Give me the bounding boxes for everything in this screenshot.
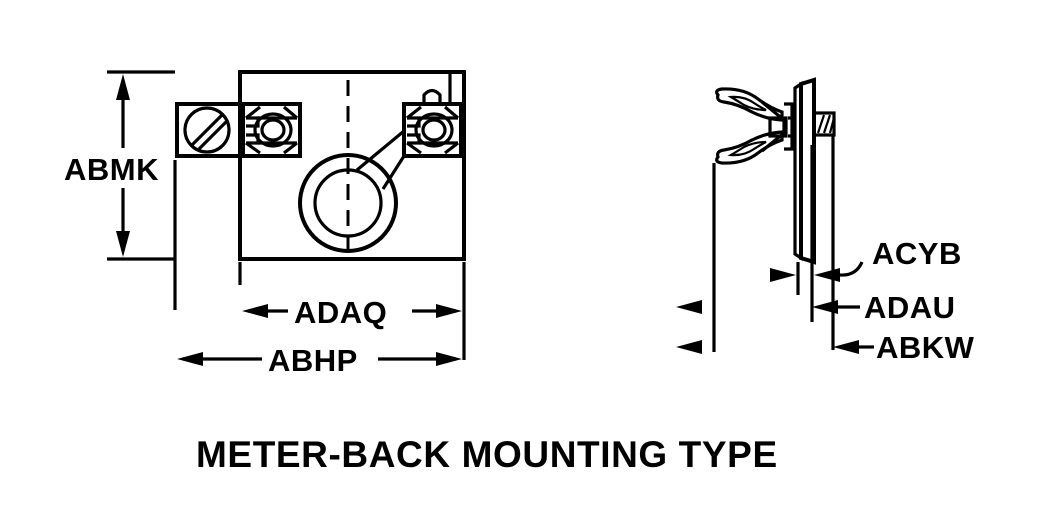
- terminal-left-ring-outer: [253, 112, 293, 148]
- body-outline: [238, 70, 466, 261]
- screw-slot-line-a: [190, 113, 224, 147]
- abmk-arrow-up: [116, 74, 130, 100]
- adau-arrow-far-left: [676, 300, 702, 314]
- screw-head-circle: [183, 106, 231, 154]
- terminal-right-chamfer-br: [444, 141, 459, 155]
- terminal-right-chamfer-tl: [406, 105, 422, 120]
- abhp-arrow-right: [436, 352, 462, 366]
- slotted-screw-head: [175, 102, 245, 158]
- dimension-abkw: ABKW: [676, 330, 975, 365]
- abmk-arrow-down: [116, 231, 130, 257]
- terminal-right-ring-inner: [421, 118, 447, 142]
- dimension-acyb: ACYB: [770, 236, 962, 282]
- adaq-arrow-right: [436, 304, 462, 318]
- terminal-left-ring-inner: [260, 118, 286, 142]
- mounting-plate: [793, 77, 816, 265]
- center-bore-inner: [313, 168, 383, 238]
- terminal-right-chamfer-bl: [406, 141, 422, 155]
- terminal-left-chamfer-br: [283, 141, 298, 155]
- abkw-arrow-right: [833, 340, 859, 354]
- abmk-label: ABMK: [64, 152, 159, 187]
- wing-clip-collar: [784, 102, 794, 151]
- adaq-label-mask: [288, 292, 412, 330]
- abhp-arrow-left: [177, 352, 203, 366]
- abhp-label-mask: [262, 340, 378, 378]
- abkw-arrow-far-left: [676, 340, 702, 354]
- terminal-right-loop: [422, 88, 442, 104]
- wing-clip-hub: [768, 116, 788, 138]
- dimension-adau: ADAU: [676, 290, 956, 325]
- terminal-left-chamfer-tl: [245, 105, 261, 120]
- front-view: ABMK ADAQ ABHP: [64, 70, 466, 378]
- adaq-arrow-left: [242, 304, 268, 318]
- wing-clip-lower-eye: [727, 140, 767, 157]
- acyb-arrow-right: [814, 268, 840, 282]
- terminal-left-chamfer-tr: [282, 105, 299, 120]
- acyb-label: ACYB: [872, 236, 962, 271]
- terminal-clamp-right: [402, 72, 463, 158]
- adau-arrow-right: [812, 300, 838, 314]
- dimension-adaq: ADAQ: [242, 292, 462, 330]
- terminal-right-chamfer-tr: [443, 105, 460, 120]
- terminal-right-box: [402, 102, 463, 158]
- leader-line-lower: [381, 155, 406, 190]
- adau-label: ADAU: [864, 290, 956, 325]
- plate-body: [799, 77, 816, 265]
- wing-clip-cone: [760, 100, 786, 153]
- stud-thread-3: [828, 117, 836, 134]
- wing-clip-upper-eye: [727, 95, 767, 112]
- side-view: ACYB ADAU ABKW: [676, 77, 975, 365]
- abhp-label: ABHP: [268, 343, 358, 378]
- center-bore-outer: [298, 153, 398, 253]
- abmk-label-mask: [103, 148, 149, 188]
- acyb-arrow-left: [770, 268, 796, 282]
- wing-clip: [715, 87, 796, 165]
- wing-clip-upper-outer: [715, 87, 784, 122]
- drawing-title: METER-BACK MOUNTING TYPE: [196, 434, 778, 475]
- dimension-abhp: ABHP: [177, 340, 462, 378]
- terminal-left-chamfer-bl: [245, 141, 261, 155]
- dimension-abmk: ABMK: [64, 70, 175, 261]
- stud-thread-1: [816, 114, 826, 134]
- terminal-left-box: [241, 102, 302, 158]
- acyb-leader: [839, 261, 864, 277]
- adaq-label: ADAQ: [294, 295, 387, 330]
- leader-line-upper: [355, 129, 406, 172]
- terminal-right-ring-outer: [414, 112, 454, 148]
- terminal-clamp-left: [241, 102, 302, 158]
- screw-slot-line-b: [197, 118, 230, 151]
- abkw-label: ABKW: [876, 330, 975, 365]
- stud-thread-2: [822, 114, 832, 134]
- threaded-stud: [812, 111, 836, 137]
- stud-shank: [812, 111, 836, 137]
